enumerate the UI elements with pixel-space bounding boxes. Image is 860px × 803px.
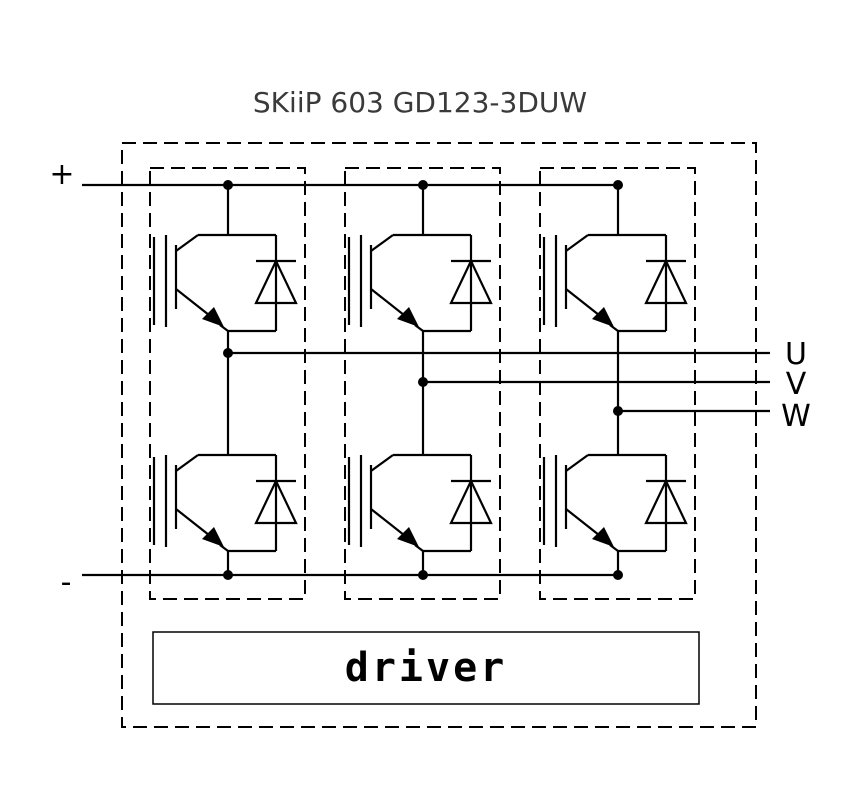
junction-dot bbox=[613, 570, 623, 580]
igbt-low-side-v bbox=[347, 403, 493, 577]
junction-dot bbox=[418, 180, 428, 190]
igbt-high-side-w bbox=[542, 183, 688, 357]
driver-block bbox=[152, 631, 700, 705]
junction-dot bbox=[613, 180, 623, 190]
negative-terminal-label: - bbox=[61, 565, 72, 600]
module-boundary bbox=[121, 142, 757, 728]
driver-label: driver bbox=[345, 645, 508, 691]
phase-leg-box-u bbox=[149, 167, 306, 600]
junction-dot bbox=[418, 570, 428, 580]
output-label-w: W bbox=[781, 399, 811, 434]
junction-dot bbox=[223, 180, 233, 190]
phase-leg-box-v bbox=[344, 167, 501, 600]
igbt-low-side-w bbox=[542, 403, 688, 577]
phase-leg-box-w bbox=[539, 167, 696, 600]
igbt-low-side-u bbox=[152, 403, 298, 577]
output-label-v: V bbox=[786, 367, 807, 402]
igbt-high-side-v bbox=[347, 183, 493, 357]
junction-dot bbox=[613, 406, 623, 416]
diagram-title: SKiiP 603 GD123-3DUW bbox=[253, 86, 587, 119]
positive-terminal-label: + bbox=[49, 157, 74, 192]
junction-dot bbox=[223, 570, 233, 580]
igbt-high-side-u bbox=[152, 183, 298, 357]
junction-dot bbox=[418, 377, 428, 387]
junction-dot bbox=[223, 348, 233, 358]
output-label-u: U bbox=[785, 337, 807, 372]
